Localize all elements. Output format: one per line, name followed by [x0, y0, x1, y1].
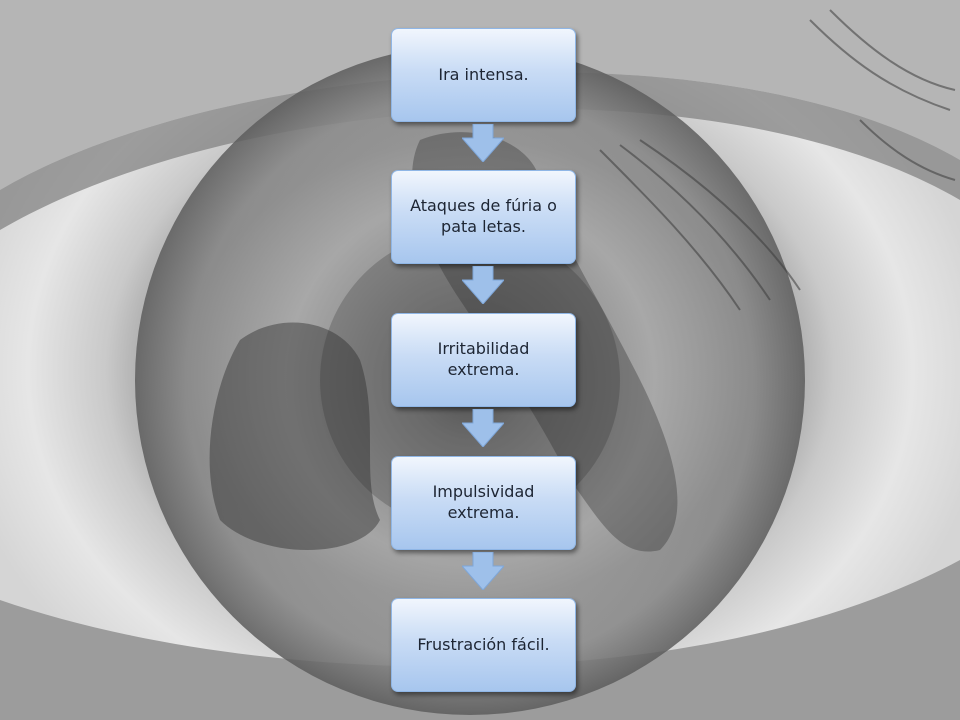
down-arrow-icon	[462, 124, 504, 162]
step-box-5: Frustración fácil.	[391, 598, 576, 692]
down-arrow-icon	[462, 266, 504, 304]
step-box-4: Impulsividad extrema.	[391, 456, 576, 550]
step-label-1: Ira intensa.	[438, 64, 529, 84]
step-label-3: Irritabilidad extrema.	[437, 339, 530, 379]
step-label-5: Frustración fácil.	[417, 634, 550, 654]
step-box-3: Irritabilidad extrema.	[391, 313, 576, 407]
step-box-2: Ataques de fúria o pata letas.	[391, 170, 576, 264]
step-box-1: Ira intensa.	[391, 28, 576, 122]
step-label-2: Ataques de fúria o pata letas.	[410, 196, 557, 236]
down-arrow-icon	[462, 552, 504, 590]
step-label-4: Impulsividad extrema.	[432, 482, 535, 522]
down-arrow-icon	[462, 409, 504, 447]
